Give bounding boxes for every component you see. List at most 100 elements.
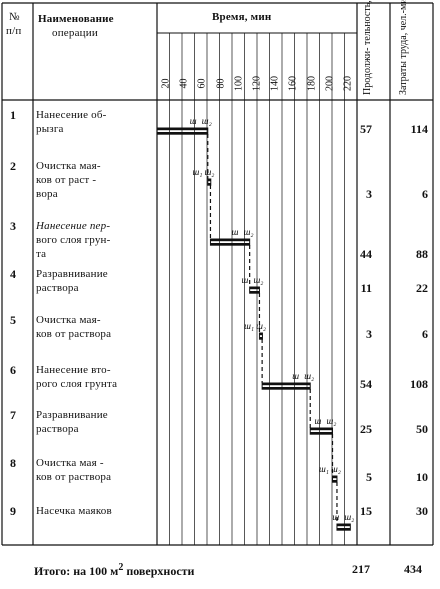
duration-value: 11	[360, 281, 372, 295]
duration-value: 15	[360, 504, 372, 518]
cost-value: 50	[416, 422, 428, 436]
time-tick-label: 40	[178, 78, 190, 89]
row-number: 1	[10, 108, 17, 122]
duration-value: 3	[366, 327, 372, 341]
gantt-bar-task-9-top	[336, 524, 351, 527]
header-time: Время, мин	[212, 11, 272, 23]
time-tick-label: 200	[324, 76, 336, 91]
footer-total-duration: 217	[352, 562, 370, 576]
crew-label: ш	[190, 116, 197, 126]
duration-value: 57	[360, 122, 372, 136]
row-number: 6	[10, 363, 17, 377]
duration-value: 25	[360, 422, 372, 436]
gantt-bar-task-6-top	[262, 383, 311, 386]
crew-label: ш₂	[331, 464, 341, 474]
crew-label: ш₂	[327, 416, 337, 426]
gantt-bar-task-1-top	[157, 128, 208, 131]
crew-label: ш₁	[192, 167, 202, 177]
header-duration: Продолжи- тельность, мин.	[362, 0, 373, 95]
footer-sup: 2	[118, 562, 124, 573]
time-tick-label: 120	[251, 76, 263, 91]
row-number: 4	[10, 267, 17, 281]
crew-label: ш₂	[256, 321, 266, 331]
gantt-bar-task-4-top	[249, 287, 260, 290]
footer-label: Итого: на 100 м2 поверхности	[34, 562, 194, 579]
cost-value: 10	[416, 470, 428, 484]
operation-name-line: Очистка мая-	[36, 314, 101, 326]
operation-name-line: Нанесение пер-	[36, 220, 111, 232]
cost-value: 6	[422, 187, 428, 201]
footer-label-end: поверхности	[126, 564, 195, 578]
gantt-bar-task-5-top	[259, 333, 263, 336]
footer-total-cost: 434	[404, 562, 422, 576]
crew-label: ш	[232, 227, 239, 237]
header-cost: Затраты труда, чел.-мин.	[398, 0, 409, 95]
time-tick-120: 120	[250, 70, 263, 98]
operation-name-line: Разравнивание	[36, 409, 108, 421]
time-tick-60: 60	[195, 70, 208, 98]
cost-value: 108	[410, 377, 428, 391]
crew-label: ш	[315, 416, 322, 426]
row-number: 5	[10, 313, 17, 327]
time-tick-label: 100	[233, 76, 245, 91]
operation-name-line: вого слоя грун-	[36, 234, 111, 246]
cost-value: 6	[422, 327, 428, 341]
operation-name-line: Насечка маяков	[36, 505, 112, 517]
time-tick-label: 140	[269, 76, 281, 91]
gantt-bar-task-2-bot	[207, 183, 211, 186]
crew-label: ш₂	[304, 371, 314, 381]
duration-value: 54	[360, 377, 372, 391]
operation-name-line: та	[36, 248, 47, 260]
operation-name-line: ков от раст -	[36, 174, 97, 186]
row-number: 7	[10, 408, 17, 422]
crew-label: ш	[332, 512, 339, 522]
header-operation-2: операции	[52, 27, 98, 39]
gantt-bar-task-7-top	[310, 428, 333, 431]
gantt-bar-task-9-bot	[336, 528, 351, 531]
gantt-bar-task-3	[209, 238, 251, 246]
gantt-bar-task-2-top	[207, 179, 211, 182]
time-tick-label: 220	[342, 76, 354, 91]
time-tick-180: 180	[305, 70, 317, 98]
crew-label: ш	[292, 371, 299, 381]
header-operation: Наименование	[38, 13, 114, 25]
time-tick-label: 60	[196, 78, 208, 89]
time-tick-160: 160	[286, 70, 299, 98]
operation-name-line: рого слоя грунта	[36, 378, 118, 390]
cost-value: 30	[416, 504, 428, 518]
time-tick-140: 140	[268, 70, 281, 98]
gantt-bar-task-8-bot	[332, 480, 337, 483]
time-tick-200: 200	[323, 70, 335, 98]
gantt-bar-task-3-bot	[210, 243, 250, 246]
gantt-bar-task-6-bot	[262, 387, 311, 390]
operation-name-line: Очистка мая -	[36, 457, 104, 469]
crew-label: ш₂	[244, 227, 254, 237]
cost-value: 114	[410, 122, 428, 136]
time-tick-80: 80	[214, 70, 226, 98]
header-no-sub: п/п	[6, 25, 22, 37]
gantt-bar-task-8-top	[332, 476, 337, 479]
gantt-bar-task-4	[249, 286, 260, 294]
operation-name-line: Нанесение об-	[36, 109, 107, 121]
duration-value: 5	[366, 470, 372, 484]
time-tick-40: 40	[177, 70, 190, 98]
crew-label: ш₂	[204, 167, 214, 177]
time-tick-20: 20	[159, 70, 172, 98]
row-number: 8	[10, 456, 17, 470]
duration-value: 3	[366, 187, 372, 201]
time-tick-label: 20	[160, 78, 172, 89]
operation-name-line: вора	[36, 188, 58, 200]
crew-label: ш₁	[319, 464, 329, 474]
gantt-bar-task-8	[332, 475, 338, 483]
gantt-bar-task-7-bot	[310, 432, 333, 435]
gantt-bar-task-4-bot	[249, 291, 260, 294]
row-number: 3	[10, 219, 17, 233]
gantt-bar-task-7	[309, 427, 334, 435]
gantt-bar-task-5	[258, 332, 263, 340]
gantt-bar-task-6	[261, 382, 311, 390]
header-no: №	[9, 11, 20, 23]
operation-name-line: ков от раствора	[36, 471, 112, 483]
cost-value: 22	[416, 281, 428, 295]
time-tick-label: 160	[287, 76, 299, 91]
